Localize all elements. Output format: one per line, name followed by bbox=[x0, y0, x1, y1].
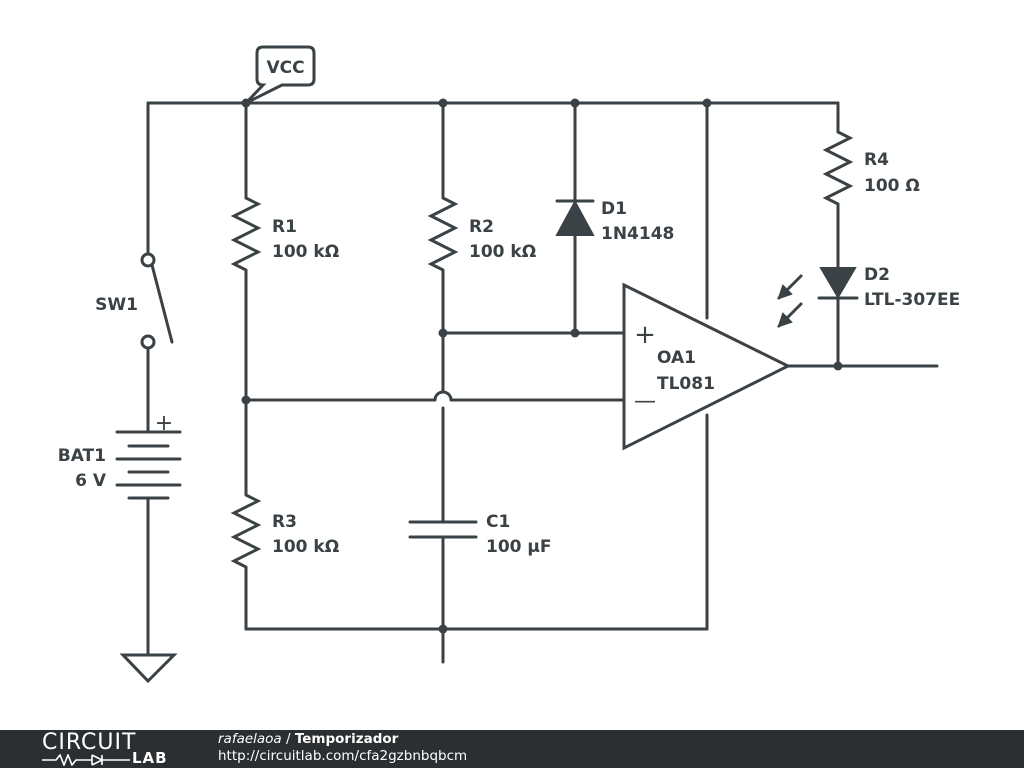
r4-label: R4 bbox=[864, 150, 889, 170]
oa1-label: OA1 bbox=[657, 348, 696, 368]
oa1-value: TL081 bbox=[657, 374, 715, 394]
junction-dot bbox=[438, 624, 448, 634]
diode-triangle bbox=[555, 199, 595, 236]
led-arrow-head bbox=[777, 284, 793, 300]
diode-d1: D1 1N4148 bbox=[555, 199, 674, 244]
junction-dot bbox=[702, 98, 712, 108]
opamp-oa1: + — OA1 TL081 bbox=[622, 282, 792, 451]
opamp-plus-sign: + bbox=[634, 320, 656, 350]
logo-text-circuit: CIRCUIT bbox=[42, 730, 137, 755]
junction-dot bbox=[570, 98, 580, 108]
led-arrow-head bbox=[777, 312, 793, 328]
junction-dot bbox=[241, 395, 251, 405]
d1-label: D1 bbox=[601, 199, 627, 219]
resistor-r2: R2 100 kΩ bbox=[427, 196, 536, 272]
junction-dot bbox=[438, 328, 448, 338]
resistor-r4: R4 100 Ω bbox=[822, 130, 920, 206]
ground-triangle bbox=[119, 653, 178, 684]
wires bbox=[146, 101, 939, 664]
circuit-meta: rafaelaoa / Temporizador http://circuitl… bbox=[218, 731, 467, 765]
led-triangle bbox=[819, 267, 857, 299]
vcc-tag bbox=[244, 45, 316, 105]
d2-value: LTL-307EE bbox=[864, 290, 960, 310]
junction-dot bbox=[438, 98, 448, 108]
junction-dot bbox=[570, 328, 580, 338]
r2-label: R2 bbox=[469, 217, 494, 237]
sw1-label: SW1 bbox=[95, 295, 138, 315]
r1-value: 100 kΩ bbox=[272, 242, 339, 262]
d2-label: D2 bbox=[864, 265, 890, 285]
resistor-r1: R1 100 kΩ bbox=[230, 196, 339, 272]
wire-inverting-input bbox=[244, 390, 626, 402]
switch-contact-top bbox=[140, 252, 156, 268]
resistor-r3: R3 100 kΩ bbox=[230, 493, 339, 569]
r3-label: R3 bbox=[272, 512, 297, 532]
circuit-url[interactable]: http://circuitlab.com/cfa2gzbnbqbcm bbox=[218, 748, 468, 764]
opamp-minus-sign: — bbox=[634, 389, 656, 414]
switch-contact-bottom bbox=[140, 334, 156, 350]
author-link[interactable]: rafaelaoa bbox=[218, 731, 282, 747]
vcc-net-label: VCC bbox=[244, 45, 316, 105]
switch-lever bbox=[150, 263, 174, 344]
battery-plus-sign: + bbox=[155, 411, 173, 436]
bat1-label: BAT1 bbox=[58, 446, 106, 466]
resistor-zigzag bbox=[230, 196, 262, 272]
ground-symbol bbox=[119, 653, 178, 684]
r3-value: 100 kΩ bbox=[272, 537, 339, 557]
title-separator: / bbox=[281, 731, 295, 747]
switch-sw1[interactable]: SW1 bbox=[95, 252, 174, 350]
circuit-title-line: rafaelaoa / Temporizador bbox=[218, 731, 467, 748]
resistor-zigzag bbox=[427, 196, 459, 272]
c1-value: 100 µF bbox=[486, 537, 552, 557]
resistor-zigzag bbox=[230, 493, 262, 569]
junction-dot bbox=[833, 361, 843, 371]
footer-bar: CIRCUIT LAB rafaelaoa / Temporizador htt… bbox=[0, 730, 1024, 768]
circuit-title[interactable]: Temporizador bbox=[294, 731, 399, 747]
opamp-triangle bbox=[622, 282, 792, 451]
vcc-label: VCC bbox=[266, 58, 304, 78]
circuit-schematic: VCC SW1 + BAT1 6 V R1 100 kΩ R2 100 kΩ bbox=[58, 45, 960, 684]
c1-label: C1 bbox=[486, 512, 510, 532]
circuitlab-logo[interactable]: CIRCUIT LAB bbox=[42, 730, 182, 768]
d1-value: 1N4148 bbox=[601, 224, 674, 244]
capacitor-c1: C1 100 µF bbox=[408, 512, 552, 557]
logo-text-lab: LAB bbox=[132, 749, 168, 767]
led-d2: D2 LTL-307EE bbox=[777, 265, 960, 328]
resistor-zigzag bbox=[822, 130, 854, 206]
r4-value: 100 Ω bbox=[864, 176, 920, 196]
bat1-value: 6 V bbox=[75, 471, 107, 491]
logo-waveform-icon bbox=[42, 754, 130, 766]
r2-value: 100 kΩ bbox=[469, 242, 536, 262]
battery-bat1: + BAT1 6 V bbox=[58, 411, 182, 500]
r1-label: R1 bbox=[272, 217, 297, 237]
